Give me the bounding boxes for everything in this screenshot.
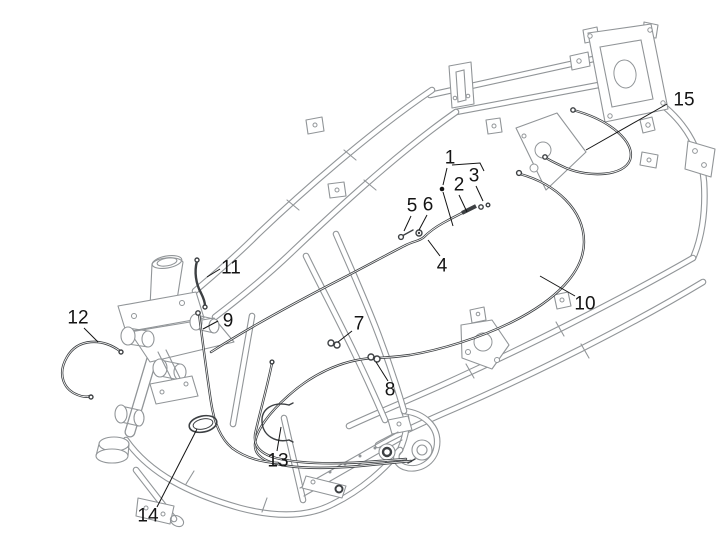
steering-head-assembly: [117, 254, 235, 405]
callout-13: 13: [267, 451, 288, 472]
callout-5: 5: [407, 196, 418, 217]
callout-8: 8: [385, 380, 396, 401]
callout-6: 6: [423, 195, 434, 216]
callout-leader-12: [83, 327, 99, 343]
callout-dot-1: [439, 186, 445, 192]
callout-9: 9: [223, 311, 234, 332]
callout-leader-11: [206, 268, 221, 278]
callout-15: 15: [673, 90, 694, 111]
callout-7: 7: [354, 314, 365, 335]
frame-clips: [305, 116, 716, 435]
cable-clip-8: [367, 353, 381, 363]
rear-mount-plate: [569, 21, 669, 134]
callout-leader-8: [375, 361, 389, 382]
callout-2: 2: [454, 175, 465, 196]
callout-1: 1: [445, 148, 456, 169]
cable-11: [194, 257, 208, 310]
callout-leader-14: [156, 428, 198, 508]
callout-leader-5: [403, 215, 412, 232]
nut-6: [415, 229, 423, 237]
callout-10: 10: [574, 294, 595, 315]
callout-leader-6: [418, 214, 428, 231]
callout-leader-10: [539, 275, 576, 297]
callout-11: 11: [221, 258, 241, 279]
cable-bundle: [253, 359, 408, 465]
callout-leader-4: [427, 239, 441, 257]
guide-ring-14: [188, 414, 218, 434]
callout-leader-3: [475, 185, 484, 202]
cable-end-cap-3: [485, 202, 491, 208]
callout-leader-9: [202, 320, 219, 330]
callout-leader-1: [442, 167, 448, 186]
callout-leader-15: [585, 103, 668, 151]
cable-ferrule: [478, 204, 484, 210]
hanging-bracket-plate: [460, 306, 510, 370]
cable-adjuster-2: [461, 204, 477, 215]
swingarm-mount-plate: [515, 112, 587, 191]
top-bracket: [448, 61, 475, 109]
callout-leader-lines: [83, 103, 668, 508]
cable-9: [195, 310, 280, 465]
callout-leader-13: [276, 426, 282, 452]
callout-leader-1: [451, 162, 485, 172]
callout-leader-1: [442, 191, 454, 227]
screw-5: [397, 229, 414, 241]
control-cables: [61, 107, 633, 470]
callout-12: 12: [67, 308, 88, 329]
callout-leader-2: [458, 194, 468, 213]
cable-15: [542, 107, 633, 176]
callout-3: 3: [469, 166, 480, 187]
c-clamp-13: [261, 402, 294, 443]
callout-leader-7: [337, 330, 353, 343]
cable-clip-7: [327, 339, 341, 349]
callout-4: 4: [437, 256, 448, 277]
callout-14: 14: [137, 506, 159, 527]
cable-4: [209, 202, 491, 354]
front-tube-hardware: [95, 404, 185, 528]
lower-spar: [299, 431, 433, 499]
cable-12: [61, 340, 124, 400]
scooter-frame-drawing: [95, 21, 716, 528]
